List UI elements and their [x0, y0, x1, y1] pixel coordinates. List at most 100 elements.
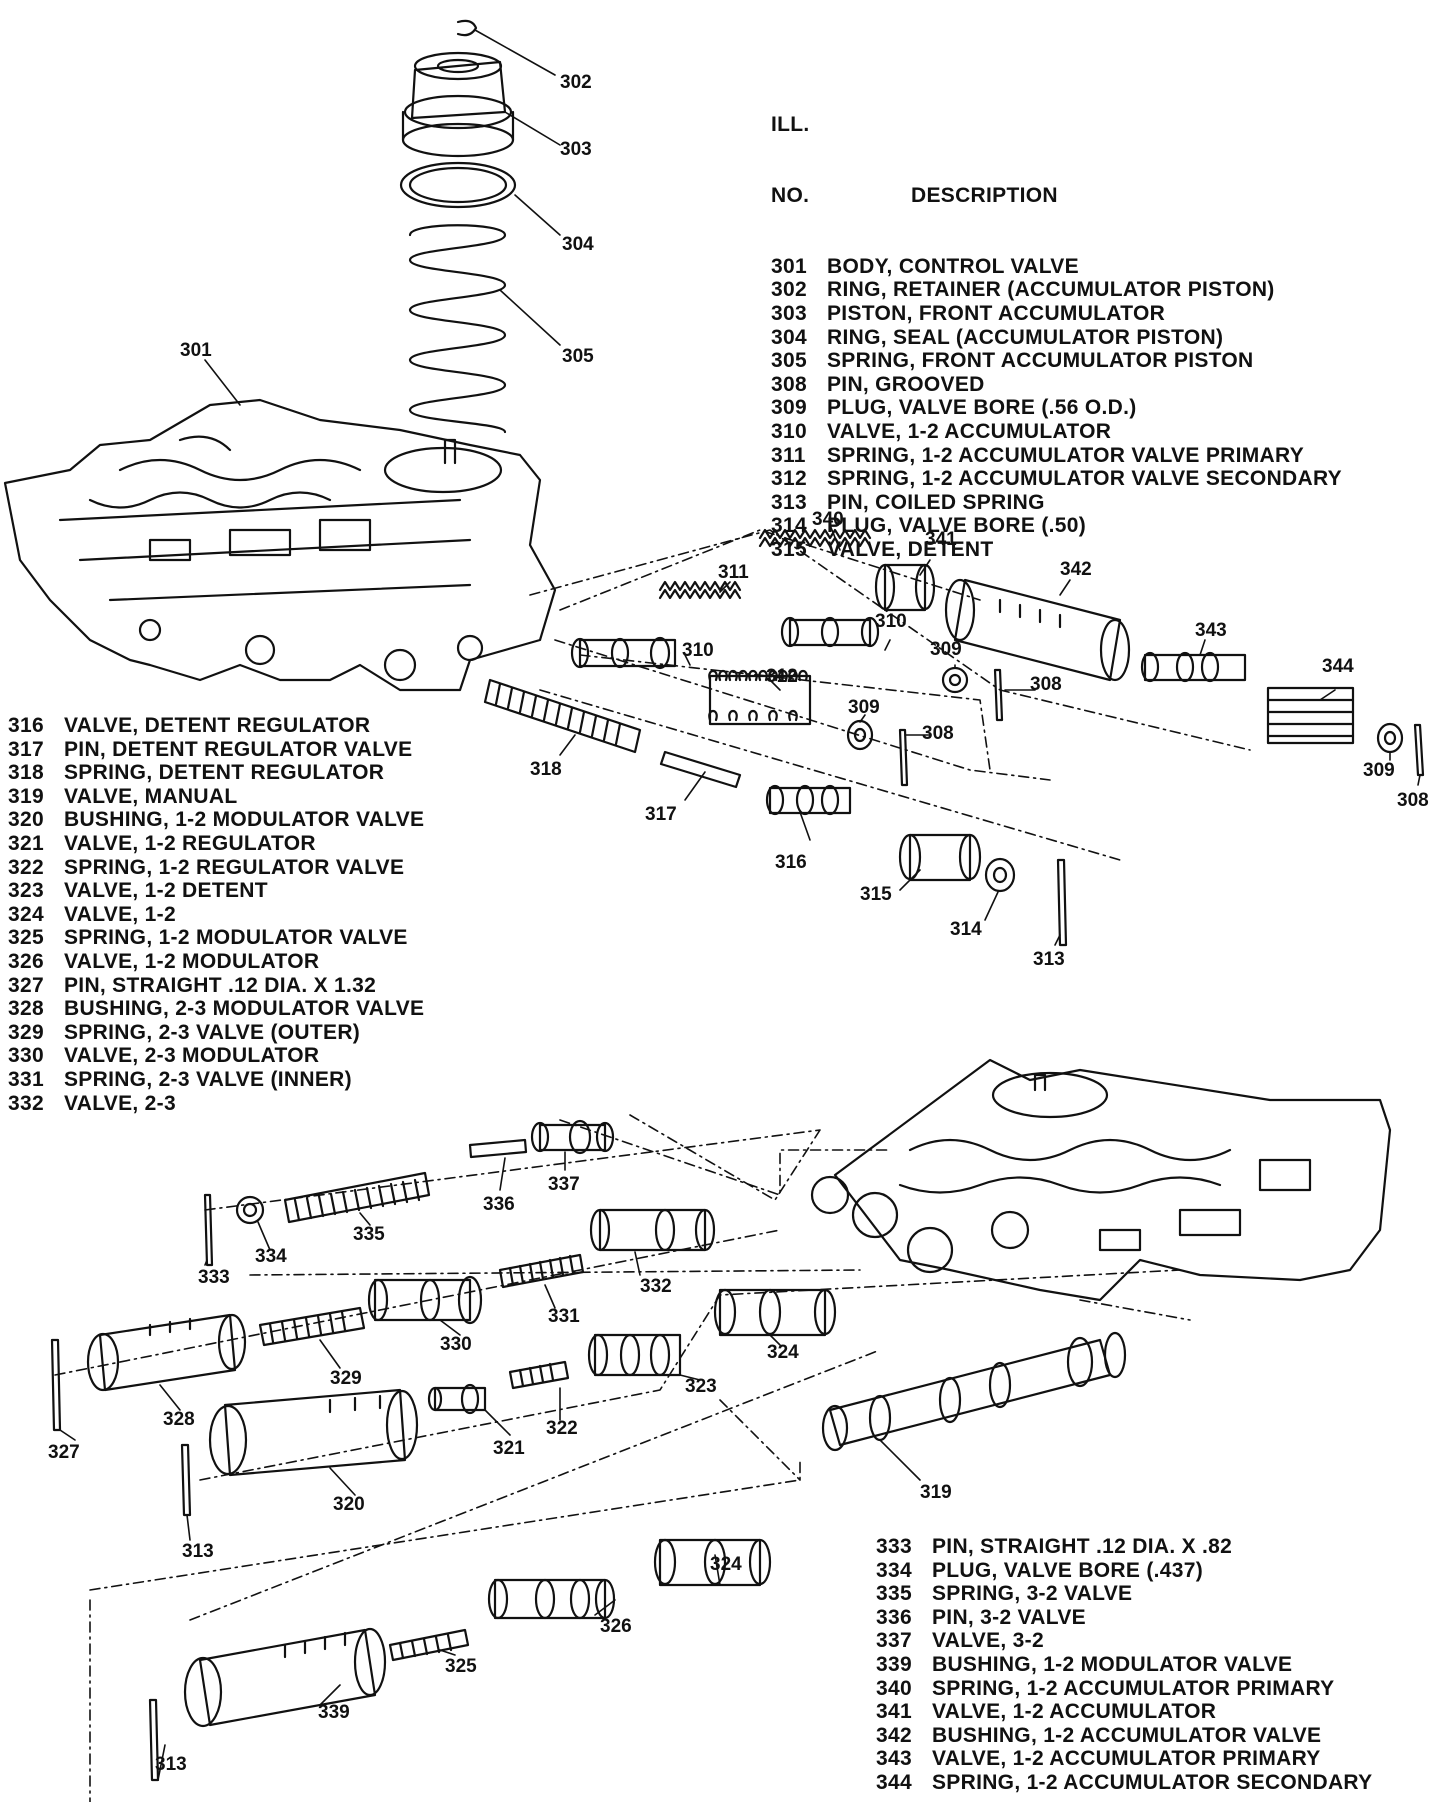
legend-part-number: 315: [771, 537, 807, 561]
manual-valve-319: [821, 1331, 1127, 1452]
callout-308: 308: [922, 723, 954, 744]
callout-334: 334: [255, 1246, 287, 1267]
legend-part-number: 326: [8, 949, 44, 973]
legend-part-number: 341: [876, 1700, 912, 1724]
callout-340: 340: [812, 509, 844, 530]
legend-row: 336 PIN, 3-2 VALVE: [876, 1606, 1372, 1630]
callout-303: 303: [560, 139, 592, 160]
legend-part-description: VALVE, 3-2: [932, 1629, 1044, 1653]
legend-part-description: VALVE, 2-3: [64, 1091, 176, 1115]
legend-part-description: PIN, STRAIGHT .12 DIA. X .82: [932, 1535, 1233, 1558]
plug-314: [984, 857, 1016, 893]
pin-313-top: [1056, 858, 1068, 947]
legend-part-description: VALVE, 1-2 ACCUMULATOR: [827, 419, 1112, 443]
legend-part-number: 333: [876, 1535, 912, 1558]
legend-part-description: SPRING, 1-2 ACCUMULATOR VALVE SECONDARY: [827, 467, 1342, 491]
legend-part-description: SPRING, 1-2 MODULATOR VALVE: [64, 926, 408, 950]
description-header: DESCRIPTION: [911, 183, 1058, 207]
legend-part-description: PIN, STRAIGHT .12 DIA. X 1.32: [64, 973, 377, 997]
legend-part-number: 336: [876, 1605, 912, 1629]
legend-part-description: SPRING, 1-2 ACCUMULATOR VALVE PRIMARY: [827, 443, 1305, 467]
callout-335: 335: [353, 1224, 385, 1245]
legend-part-number: 319: [8, 784, 44, 808]
callout-325: 325: [445, 1656, 477, 1677]
legend-part-number: 324: [8, 902, 44, 926]
callout-327: 327: [48, 1442, 80, 1463]
callout-302: 302: [560, 72, 592, 93]
callout-337: 337: [548, 1174, 580, 1195]
valve-332: [589, 1208, 716, 1252]
callout-324: 324: [767, 1342, 799, 1363]
legend-part-description: PIN, GROOVED: [827, 372, 985, 396]
legend-part-description: RING, SEAL (ACCUMULATOR PISTON): [827, 325, 1224, 349]
legend-row: 332 VALVE, 2-3: [8, 1092, 424, 1116]
legend-row: 333 PIN, STRAIGHT .12 DIA. X .82: [876, 1535, 1372, 1559]
callout-331: 331: [548, 1306, 580, 1327]
callout-320: 320: [333, 1494, 365, 1515]
callout-309: 309: [848, 697, 880, 718]
legend-part-number: 339: [876, 1652, 912, 1676]
valve-337: [530, 1119, 615, 1155]
callout-332: 332: [640, 1276, 672, 1297]
legend-part-description: PISTON, FRONT ACCUMULATOR: [827, 301, 1166, 325]
no-label: NO.: [771, 183, 810, 207]
callout-313: 313: [155, 1754, 187, 1775]
pin-308-b: [898, 728, 909, 787]
callout-311: 311: [718, 562, 749, 583]
callout-309: 309: [1363, 760, 1395, 781]
callout-324: 324: [710, 1554, 742, 1575]
legend-part-description: BUSHING, 1-2 MODULATOR VALVE: [932, 1652, 1293, 1676]
callout-301: 301: [180, 340, 212, 361]
legend-part-number: 343: [876, 1747, 912, 1771]
legend-row: 316 VALVE, DETENT REGULATOR: [8, 714, 424, 738]
bushing-320: [208, 1388, 419, 1477]
seal-ring-304: [399, 161, 517, 209]
callout-322: 322: [546, 1418, 578, 1439]
ill-label: ILL.: [771, 113, 810, 137]
callout-321: 321: [493, 1438, 525, 1459]
legend-part-description: PIN, 3-2 VALVE: [932, 1605, 1086, 1629]
spring-318: [483, 678, 642, 754]
callout-323: 323: [685, 1376, 717, 1397]
legend-part-description: PLUG, VALVE BORE (.437): [932, 1558, 1203, 1582]
legend-row: 341 VALVE, 1-2 ACCUMULATOR: [876, 1700, 1372, 1724]
spring-340: [758, 528, 872, 548]
legend-part-number: 316: [8, 714, 44, 737]
legend-part-number: 317: [8, 737, 44, 761]
callout-333: 333: [198, 1267, 230, 1288]
callout-318: 318: [530, 759, 562, 780]
legend-part-description: VALVE, 1-2 REGULATOR: [64, 831, 316, 855]
legend-part-number: 332: [8, 1091, 44, 1115]
legend-part-number: 318: [8, 761, 44, 785]
valve-326: [487, 1578, 616, 1620]
legend-part-description: VALVE, DETENT REGULATOR: [64, 714, 371, 737]
plug-309-b: [846, 719, 874, 751]
valve-310-lower: [570, 636, 677, 670]
pin-313-mid: [180, 1443, 192, 1517]
legend-part-number: 320: [8, 808, 44, 832]
pin-336: [468, 1138, 528, 1159]
legend-part-description: VALVE, 1-2 ACCUMULATOR: [932, 1700, 1217, 1724]
spring-335: [283, 1171, 431, 1224]
pin-333: [203, 1193, 214, 1267]
